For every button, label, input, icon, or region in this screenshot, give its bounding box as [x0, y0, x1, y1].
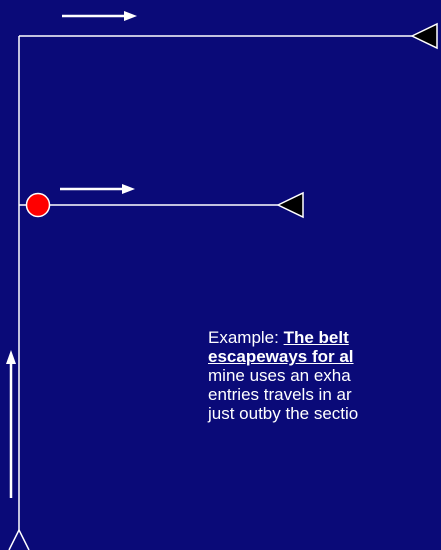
airflow-arrow-icon	[62, 11, 137, 21]
caption-line-5: just outby the sectio	[208, 404, 359, 423]
fire-source-marker-icon	[25, 192, 51, 218]
caption-line-3: mine uses an exha	[208, 366, 351, 385]
regulator-triangle-icon	[410, 22, 438, 50]
caption-emphasis-1: The belt	[283, 328, 349, 347]
airflow-arrow-icon	[60, 184, 135, 194]
fork-intake-icon	[8, 529, 30, 550]
caption-emphasis-2: escapeways for al	[208, 347, 354, 366]
regulator-triangle-icon	[276, 191, 304, 219]
airflow-arrow-icon	[6, 350, 16, 498]
caption-line-4: entries travels in ar	[208, 385, 352, 404]
caption-lead: Example:	[208, 328, 284, 347]
example-caption: Example: The belt escapeways for al mine…	[208, 328, 441, 423]
